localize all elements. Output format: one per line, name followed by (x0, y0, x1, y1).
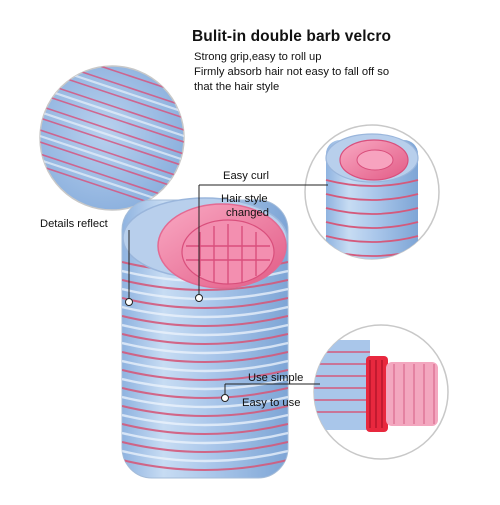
headline: Bulit-in double barb velcro (192, 28, 392, 45)
label-changed: changed (226, 207, 269, 219)
feature-line-1: Strong grip,easy to roll up (194, 51, 322, 63)
callout-dot-hair-style (195, 294, 203, 302)
callout-dot-details (125, 298, 133, 306)
label-use-simple: Use simple (248, 372, 304, 384)
callout-lines (128, 184, 328, 396)
callout-dot-use (221, 394, 229, 402)
label-easy-to-use: Easy to use (242, 397, 301, 409)
detail-circle-easy-curl (304, 124, 440, 260)
main-roller (121, 197, 289, 479)
feature-line-3: that the hair style (194, 81, 280, 93)
label-easy-curl: Easy curl (223, 170, 270, 182)
label-hair-style: Hair style (221, 193, 268, 205)
label-details-reflect: Details reflect (40, 218, 108, 230)
detail-circle-use-simple (313, 324, 449, 460)
detail-circle-left (39, 65, 185, 211)
feature-line-2: Firmly absorb hair not easy to fall off … (194, 66, 390, 78)
